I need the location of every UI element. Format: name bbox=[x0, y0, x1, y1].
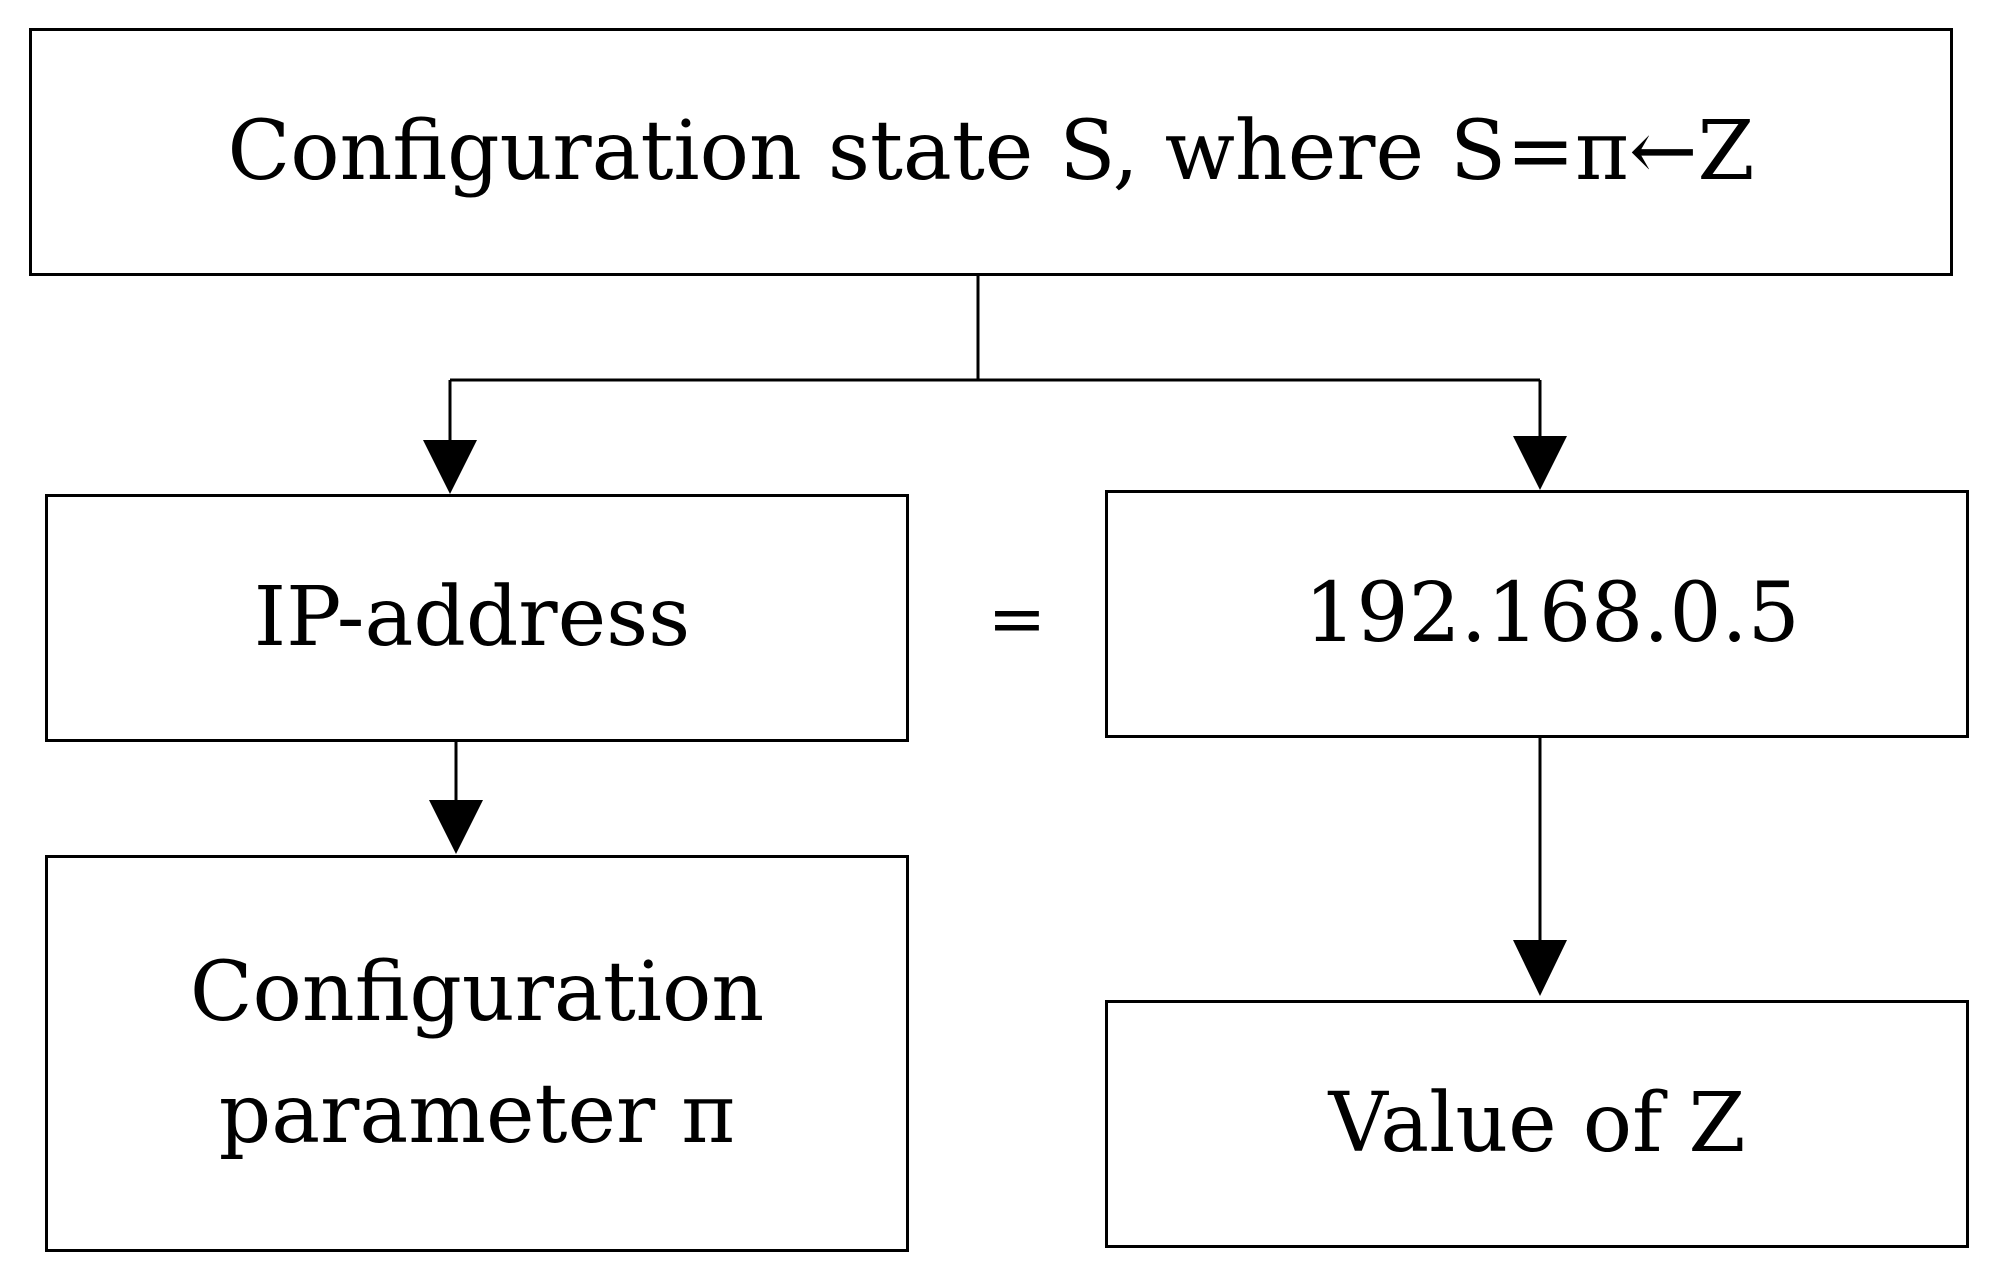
ip-value-label: 192.168.0.5 bbox=[1304, 566, 1800, 661]
arrowhead-to-param bbox=[429, 800, 483, 854]
ip-address-box: IP-address bbox=[45, 494, 909, 742]
configuration-parameter-line2: parameter π bbox=[218, 1066, 736, 1162]
arrowhead-to-value bbox=[1513, 436, 1567, 490]
arrowhead-to-z bbox=[1513, 940, 1567, 996]
ip-value-box: 192.168.0.5 bbox=[1105, 490, 1969, 738]
configuration-parameter-line1: Configuration bbox=[189, 944, 765, 1040]
value-of-z-box: Value of Z bbox=[1105, 1000, 1969, 1248]
arrowhead-to-ip bbox=[423, 440, 477, 494]
configuration-state-box: Configuration state S, where S=π←Z bbox=[29, 28, 1953, 276]
ip-address-label: IP-address bbox=[253, 570, 691, 665]
configuration-state-label: Configuration state S, where S=π←Z bbox=[227, 104, 1755, 199]
configuration-parameter-text: Configuration parameter π bbox=[189, 944, 765, 1162]
configuration-parameter-box: Configuration parameter π bbox=[45, 855, 909, 1252]
equals-sign: = bbox=[987, 578, 1047, 660]
value-of-z-label: Value of Z bbox=[1328, 1076, 1746, 1171]
